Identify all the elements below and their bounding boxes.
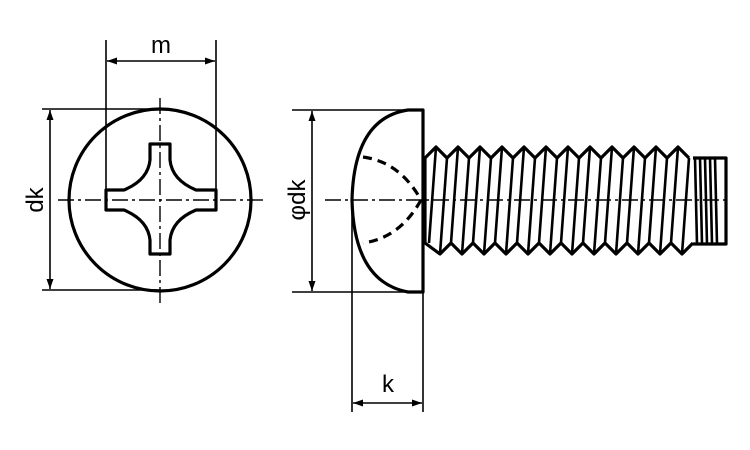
thread-line [581, 146, 592, 244]
thread-line [669, 146, 680, 244]
head-top-view [58, 98, 265, 304]
thread-line [614, 157, 625, 255]
thread-line [471, 146, 482, 244]
thread-line [460, 157, 471, 255]
thread-line [647, 146, 658, 244]
dimension-m: m [105, 32, 217, 190]
thread-crest-top [423, 145, 691, 204]
phillips-recess [104, 142, 218, 256]
dimension-k: k [351, 200, 424, 412]
thread-crest-bottom [423, 204, 695, 256]
label-m: m [151, 32, 171, 59]
thread-line [427, 146, 438, 244]
tip-thread-line [693, 157, 699, 245]
thread-line [636, 157, 647, 255]
thread-line [449, 146, 460, 244]
thread-line [493, 146, 504, 244]
thread-line [515, 146, 526, 244]
thread-line [504, 157, 515, 255]
thread-line [625, 146, 636, 244]
thread-line [680, 157, 691, 255]
thread-line [603, 146, 614, 244]
thread-line [537, 146, 548, 244]
thread-line [548, 157, 559, 255]
thread-line [559, 146, 570, 244]
threaded-shank [423, 145, 728, 256]
screw-tip [693, 156, 728, 246]
tip-thread-line [713, 157, 719, 245]
tip-thread-line [698, 157, 704, 245]
label-phi-dk: φdk [284, 179, 311, 221]
thread-line [526, 157, 537, 255]
thread-line [570, 157, 581, 255]
label-dk: dk [22, 186, 49, 212]
thread-line [658, 157, 669, 255]
thread-line [592, 157, 603, 255]
head-side-view [350, 108, 425, 294]
dimension-dk: dk [22, 108, 160, 291]
tip-thread-line [703, 157, 709, 245]
thread-line [438, 157, 449, 255]
tip-thread-line [708, 157, 714, 245]
label-k: k [382, 371, 395, 398]
dimension-phi-dk: φdk [284, 109, 410, 293]
thread-line [482, 157, 493, 255]
head-dome [350, 108, 425, 294]
